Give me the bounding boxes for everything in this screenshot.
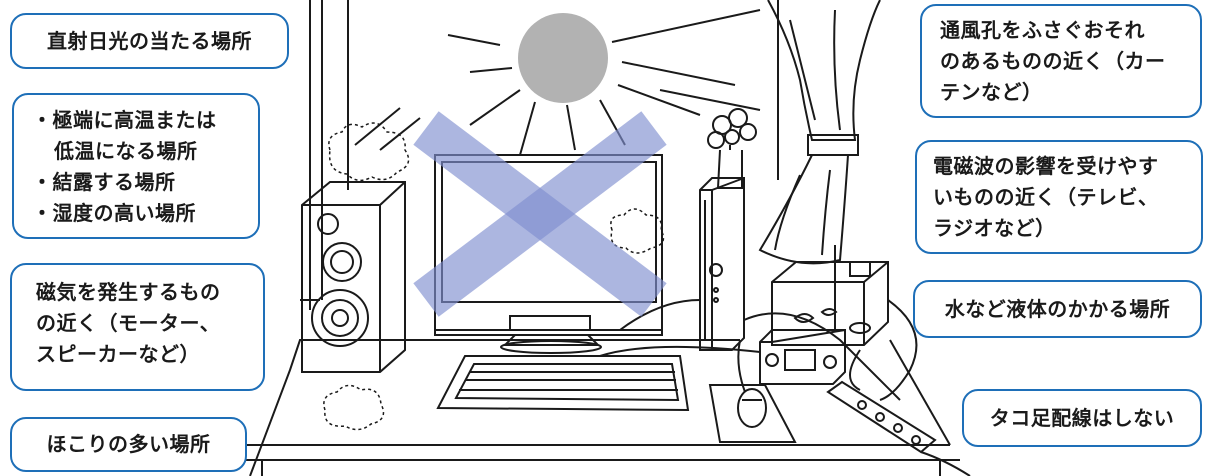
callout-liquid-text: 水など液体のかかる場所	[945, 294, 1171, 325]
electromagnetic-line-2: いものの近く（テレビ、	[933, 182, 1201, 213]
electromagnetic-line-1: 電磁波の影響を受けやす	[933, 151, 1201, 182]
temperature-item-3: ・湿度の高い場所	[32, 198, 258, 229]
mouse	[710, 340, 795, 442]
vents-line-2: のあるものの近く（カー	[940, 46, 1200, 77]
desktop-tower	[700, 178, 744, 350]
magnetism-line-3: スピーカーなど）	[36, 339, 263, 370]
sun-icon	[518, 13, 608, 103]
temperature-item-2: ・結露する場所	[32, 167, 258, 198]
callout-electromagnetic: 電磁波の影響を受けやす いものの近く（テレビ、 ラジオなど）	[915, 140, 1203, 254]
flower-vase	[708, 109, 756, 188]
temperature-item-1: ・極端に高温または	[32, 105, 258, 136]
callout-direct-sunlight-text: 直射日光の当たる場所	[47, 26, 252, 57]
callout-liquid: 水など液体のかかる場所	[913, 280, 1202, 338]
temperature-item-1-cont: 低温になる場所	[32, 136, 258, 167]
callout-direct-sunlight: 直射日光の当たる場所	[10, 13, 289, 69]
magnetism-line-1: 磁気を発生するもの	[36, 277, 263, 308]
callout-magnetism: 磁気を発生するもの の近く（モーター、 スピーカーなど）	[10, 263, 265, 391]
callout-temperature-humidity: ・極端に高温または 低温になる場所 ・結露する場所 ・湿度の高い場所	[12, 93, 260, 239]
electromagnetic-line-3: ラジオなど）	[933, 213, 1201, 244]
vents-line-3: テンなど）	[940, 77, 1200, 108]
speaker	[302, 182, 405, 372]
keyboard	[438, 356, 688, 410]
desk	[218, 340, 960, 476]
callout-octopus-wiring-text: タコ足配線はしない	[990, 403, 1175, 434]
callout-octopus-wiring: タコ足配線はしない	[962, 389, 1202, 447]
vents-line-1: 通風孔をふさぐおそれ	[940, 15, 1200, 46]
callout-dust: ほこりの多い場所	[10, 417, 247, 472]
callout-dust-text: ほこりの多い場所	[47, 429, 211, 460]
magnetism-line-2: の近く（モーター、	[36, 308, 263, 339]
prohibited-cross-icon	[426, 128, 654, 300]
callout-vents: 通風孔をふさぐおそれ のあるものの近く（カー テンなど）	[920, 4, 1202, 118]
